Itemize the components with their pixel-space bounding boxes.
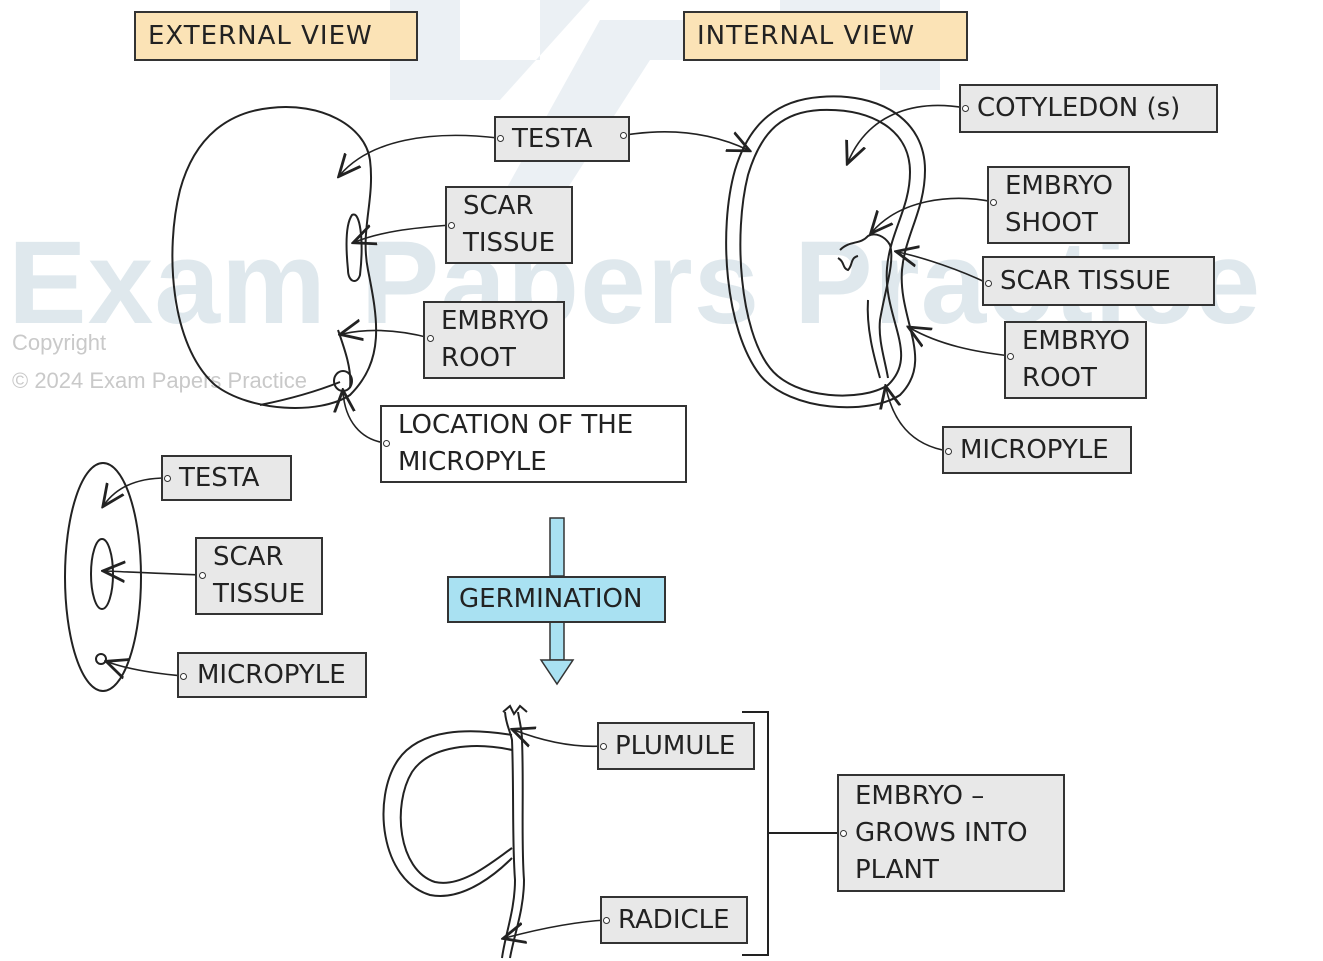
tag-dot: [990, 199, 997, 206]
germination-label: GERMINATION: [447, 576, 666, 623]
tag-dot: [199, 572, 206, 579]
cotyledon-label: COTYLEDON (s): [959, 84, 1218, 133]
external-embryo-root-label: EMBRYO ROOT: [423, 301, 565, 379]
external-scar-tissue-line2: TISSUE: [463, 225, 559, 262]
side-scar-tissue-label: SCAR TISSUE: [195, 537, 323, 615]
tag-dot: [840, 830, 847, 837]
micropyle-location-line1: LOCATION OF THE: [398, 407, 673, 444]
tag-dot: [1007, 353, 1014, 360]
side-view-seed: [65, 463, 141, 691]
embryo-grows-into-plant-label: EMBRYO – GROWS INTO PLANT: [837, 774, 1065, 892]
tag-dot: [603, 917, 610, 924]
tag-dot: [945, 448, 952, 455]
tag-dot: [962, 105, 969, 112]
embryo-grows-line2: GROWS INTO: [855, 815, 1051, 852]
internal-embryo-root-line2: ROOT: [1022, 360, 1133, 397]
tag-dot: [448, 222, 455, 229]
side-scar-tissue-line1: SCAR: [213, 539, 309, 576]
internal-scar-tissue-label: SCAR TISSUE: [982, 256, 1215, 306]
tag-dot: [383, 440, 390, 447]
external-scar-tissue-line1: SCAR: [463, 188, 559, 225]
external-view-header: EXTERNAL VIEW: [134, 11, 418, 61]
internal-micropyle-label: MICROPYLE: [942, 426, 1132, 474]
internal-embryo-root-label: EMBRYO ROOT: [1004, 321, 1147, 399]
internal-view-header: INTERNAL VIEW: [683, 11, 968, 61]
internal-embryo-root-line1: EMBRYO: [1022, 323, 1133, 360]
micropyle-location-label: LOCATION OF THE MICROPYLE: [380, 405, 687, 483]
embryo-shoot-label: EMBRYO SHOOT: [987, 166, 1130, 244]
germinated-seed: [384, 706, 527, 958]
embryo-shoot-line1: EMBRYO: [1005, 168, 1116, 205]
external-embryo-root-line1: EMBRYO: [441, 303, 551, 340]
embryo-grows-line3: PLANT: [855, 852, 1051, 889]
tag-dot: [600, 743, 607, 750]
external-seed: [172, 107, 376, 408]
tag-dot: [497, 135, 504, 142]
micropyle-location-line2: MICROPYLE: [398, 444, 673, 481]
internal-seed: [726, 96, 925, 407]
external-scar-tissue-label: SCAR TISSUE: [445, 186, 573, 264]
tag-dot: [180, 673, 187, 680]
tag-dot: [985, 280, 992, 287]
tag-dot: [164, 475, 171, 482]
external-embryo-root-line2: ROOT: [441, 340, 551, 377]
side-scar-tissue-line2: TISSUE: [213, 576, 309, 613]
tag-dot: [427, 335, 434, 342]
external-testa-label: TESTA: [494, 116, 630, 162]
plumule-label: PLUMULE: [597, 722, 755, 770]
embryo-grows-line1: EMBRYO –: [855, 778, 1051, 815]
side-micropyle-label: MICROPYLE: [177, 652, 367, 698]
embryo-bracket: [742, 712, 842, 955]
tag-dot: [620, 132, 627, 139]
side-testa-label: TESTA: [161, 455, 292, 501]
embryo-shoot-line2: SHOOT: [1005, 205, 1116, 242]
radicle-label: RADICLE: [600, 896, 748, 944]
